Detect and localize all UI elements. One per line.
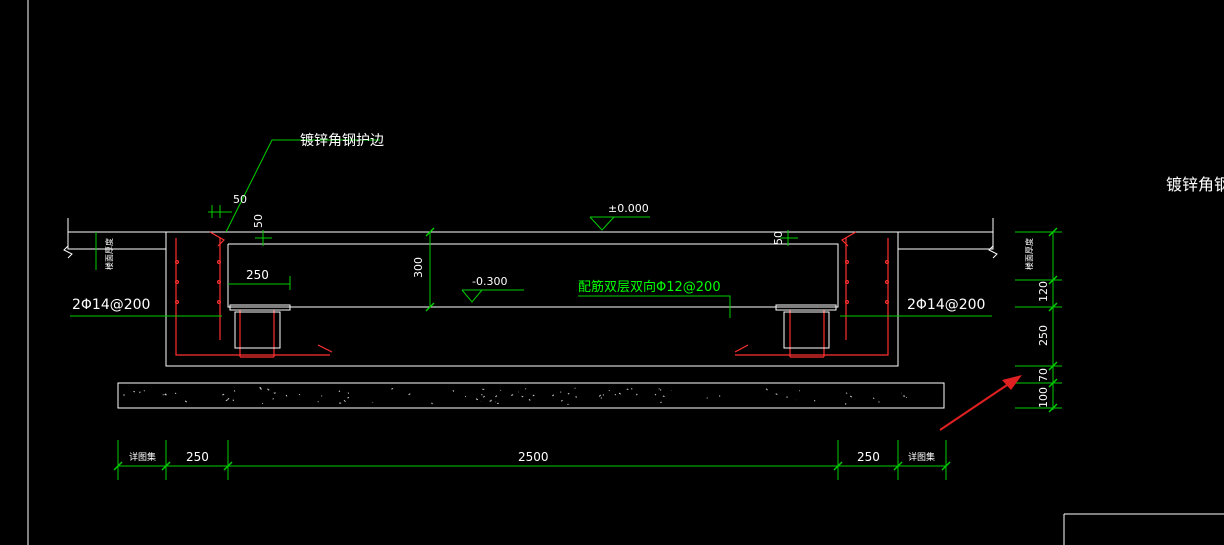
dim-bottom-250-right: 250 (857, 450, 880, 464)
concrete-speckle (495, 395, 498, 398)
concrete-speckle (635, 393, 638, 396)
concrete-speckle (659, 389, 662, 391)
concrete-speckle (560, 399, 563, 402)
concrete-speckle (227, 397, 230, 401)
concrete-speckle (343, 399, 346, 403)
dim-bottom-250-left: 250 (186, 450, 209, 464)
rebar-note-label: 配筋双层双向Φ12@200 (578, 279, 721, 295)
concrete-speckle (272, 398, 274, 400)
elevation-bottom-label: -0.300 (472, 275, 507, 288)
concrete-speckle (298, 393, 301, 396)
angle-steel-edge-right-label: 镀锌角钢 (1166, 175, 1224, 194)
concrete-speckle (849, 395, 853, 398)
dim-50-a: 50 (233, 193, 247, 206)
concrete-speckle (475, 398, 479, 401)
concrete-speckle (347, 392, 350, 394)
concrete-speckle (338, 390, 341, 393)
dim-50-b: 50 (252, 214, 265, 228)
right-rebar-label: 2Φ14@200 (907, 297, 985, 313)
dim-right-250: 250 (1037, 325, 1050, 346)
concrete-speckle (285, 394, 288, 397)
elevation-top-label: ±0.000 (608, 202, 649, 215)
concrete-speckle (532, 394, 535, 397)
concrete-speckle (567, 403, 569, 406)
pit-outline (63, 218, 998, 367)
concrete-speckle (184, 400, 188, 403)
concrete-speckle (267, 388, 270, 391)
dim-50-c: 50 (772, 231, 785, 245)
concrete-speckle (408, 393, 411, 396)
concrete-speckle (222, 393, 225, 396)
concrete-speckle (482, 395, 486, 398)
concrete-speckle (347, 396, 350, 399)
concrete-speckle (602, 394, 605, 396)
drawing-frame (27, 0, 1224, 545)
concrete-speckle (567, 392, 570, 395)
dim-right-70: 70 (1037, 368, 1050, 382)
dim-bottom-2500: 2500 (518, 450, 549, 464)
concrete-speckle (598, 394, 602, 397)
concrete-speckle (174, 392, 177, 395)
dim-250-inner: 250 (246, 268, 269, 282)
anchor-details (229, 304, 837, 349)
concrete-speckle (845, 392, 848, 394)
dim-bottom-left-ref: 详图集 (129, 451, 156, 463)
concrete-speckle (626, 388, 629, 391)
rebar-left (175, 231, 333, 358)
concrete-speckle (775, 393, 778, 396)
concrete-speckle (559, 391, 562, 393)
concrete-cushion (117, 382, 945, 409)
concrete-speckle (431, 402, 433, 405)
concrete-speckle (660, 401, 662, 404)
concrete-speckle (608, 389, 610, 392)
rebar-right (734, 231, 889, 358)
concrete-speckle (164, 393, 166, 396)
concrete-speckle (133, 390, 136, 393)
concrete-speckle (528, 398, 531, 401)
dim-right-100: 100 (1037, 387, 1050, 408)
red-arrow-icon (939, 375, 1022, 431)
floor-thickness-left-label: 楼面厚度 (104, 238, 114, 270)
left-rebar-label: 2Φ14@200 (72, 297, 150, 313)
floor-thickness-right-label: 楼面厚度 (1024, 238, 1034, 270)
concrete-speckle (259, 387, 262, 390)
concrete-speckle (654, 393, 657, 396)
concrete-speckle (464, 395, 467, 398)
concrete-speckle (872, 397, 875, 399)
concrete-speckle (143, 390, 145, 392)
dim-bottom-right-ref: 详图集 (908, 451, 935, 463)
concrete-speckle (618, 392, 621, 395)
dim-300: 300 (412, 257, 425, 278)
concrete-speckle (510, 394, 514, 396)
angle-steel-edge-label: 镀锌角钢护边 (300, 132, 384, 149)
concrete-speckle (521, 395, 524, 398)
concrete-speckle (225, 399, 228, 402)
dim-right-120: 120 (1037, 281, 1050, 302)
concrete-speckle (490, 399, 492, 402)
dimension-lines (70, 139, 1062, 480)
concrete-speckle (765, 388, 768, 391)
dimension-ticks (113, 227, 1058, 471)
concrete-speckle (662, 395, 665, 397)
concrete-speckle (552, 394, 555, 397)
concrete-speckle (391, 387, 394, 390)
